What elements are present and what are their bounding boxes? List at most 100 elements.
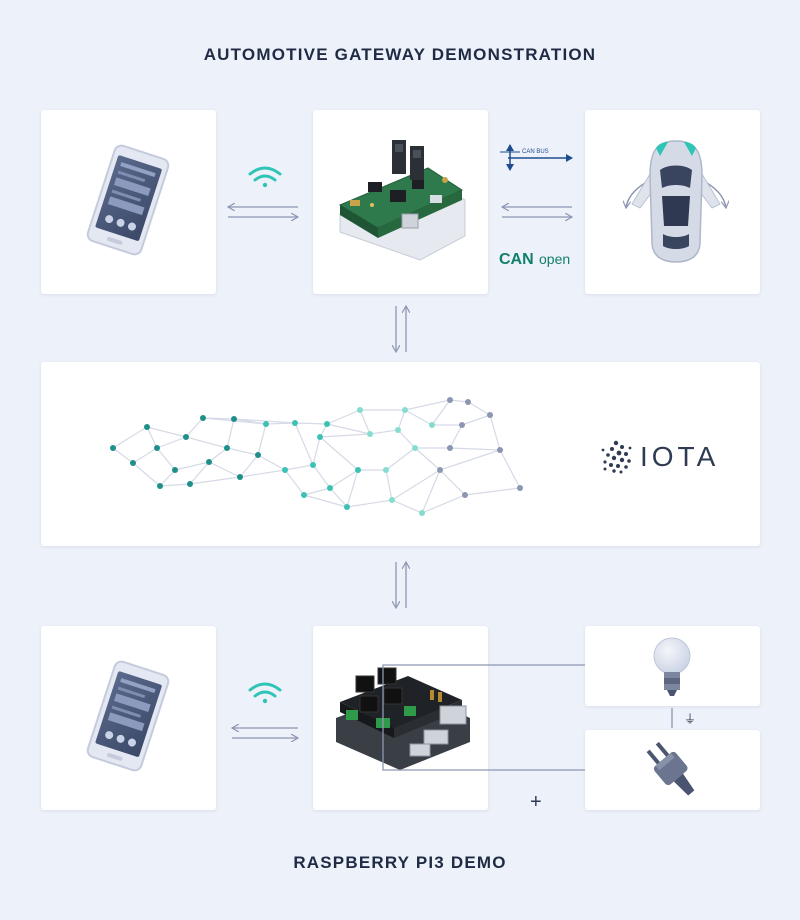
tangle-node xyxy=(172,467,178,473)
tangle-edge xyxy=(226,418,235,449)
tangle-edge xyxy=(257,423,267,456)
tangle-edge xyxy=(449,424,463,449)
tangle-node xyxy=(157,483,163,489)
tangle-node xyxy=(130,460,136,466)
tangle-edge xyxy=(226,447,259,456)
tangle-edge xyxy=(239,469,286,478)
tangle-node xyxy=(395,427,401,433)
tangle-node xyxy=(324,421,330,427)
phone-gateway-arrows xyxy=(228,207,298,217)
tangle-edge xyxy=(294,422,314,466)
tangle-edge xyxy=(431,399,451,426)
tangle-edge xyxy=(404,399,451,411)
canopen-logo-can: CAN xyxy=(499,251,534,268)
tangle-edge xyxy=(461,414,491,426)
tangle-node xyxy=(487,412,493,418)
tangle-edge xyxy=(391,499,423,514)
ground-symbol: ⏚ xyxy=(684,712,696,726)
smartphone-icon-top xyxy=(86,144,170,256)
tangle-edge xyxy=(439,449,501,471)
tangle-node xyxy=(402,407,408,413)
tangle-node xyxy=(237,474,243,480)
iota-logo-icon xyxy=(601,440,632,474)
tangle-edge xyxy=(346,499,393,508)
tangle-edge xyxy=(159,483,191,487)
tangle-edge xyxy=(499,449,521,489)
car-top-view-icon xyxy=(626,140,726,263)
tangle-edge xyxy=(284,469,305,496)
tangle-edge xyxy=(489,414,501,451)
tangle-edge xyxy=(464,487,521,496)
can-bus-label: CAN BUS xyxy=(522,149,549,155)
relay-wiring xyxy=(382,664,673,771)
tangle-node xyxy=(224,445,230,451)
tangle-edge xyxy=(449,399,469,403)
tangle-edge xyxy=(421,494,466,514)
tangle-edge xyxy=(359,409,371,435)
tangle-edge xyxy=(303,494,348,508)
tangle-node xyxy=(206,459,212,465)
tangle-edge xyxy=(239,454,259,478)
tangle-node xyxy=(183,434,189,440)
tangle-node xyxy=(263,421,269,427)
tangle-edge xyxy=(319,436,359,471)
tangle-node xyxy=(292,420,298,426)
tangle-edge xyxy=(112,447,134,464)
tangle-edge xyxy=(326,423,371,435)
tangle-edge xyxy=(303,487,331,496)
tangle-node xyxy=(187,481,193,487)
tangle-edge xyxy=(397,409,406,431)
gateway-iota-arrows xyxy=(396,306,406,352)
tangle-edge xyxy=(312,464,331,489)
tangle-edge xyxy=(156,436,187,449)
iota-card xyxy=(41,362,760,546)
tangle-edge xyxy=(189,476,241,485)
tangle-node xyxy=(317,434,323,440)
tangle-node xyxy=(465,399,471,405)
tangle-node xyxy=(462,492,468,498)
tangle-edge xyxy=(146,426,187,438)
tangle-edge xyxy=(132,447,158,464)
gateway-board-icon xyxy=(338,140,466,261)
tangle-node xyxy=(110,445,116,451)
top-title: AUTOMOTIVE GATEWAY DEMONSTRATION xyxy=(203,45,597,64)
canopen-logo-open: open xyxy=(539,251,570,267)
tangle-node xyxy=(310,462,316,468)
tangle-node xyxy=(154,445,160,451)
tangle-node xyxy=(419,510,425,516)
tangle-edge xyxy=(326,409,361,425)
iota-logo-text: IOTA xyxy=(640,441,719,472)
tangle-node xyxy=(357,407,363,413)
tangle-edge xyxy=(421,469,441,514)
tangle-node xyxy=(231,416,237,422)
tangle-node xyxy=(367,431,373,437)
tangle-node xyxy=(429,422,435,428)
power-plug-icon xyxy=(646,741,695,796)
tangle-edge xyxy=(329,469,359,489)
tangle-edge xyxy=(385,469,393,501)
tangle-node xyxy=(383,467,389,473)
tangle-node xyxy=(282,467,288,473)
gateway-car-arrows xyxy=(502,207,572,217)
tangle-edge xyxy=(319,433,371,438)
tangle-edge xyxy=(146,426,158,449)
tangle-edge xyxy=(391,469,441,501)
tangle-edge xyxy=(397,429,416,449)
iota-raspberry-arrows xyxy=(396,562,406,608)
light-bulb-icon xyxy=(653,637,691,696)
tangle-edge xyxy=(294,422,328,425)
can-bus-icon xyxy=(500,144,573,171)
tangle-edge xyxy=(159,469,176,487)
raspberry-pi-relay-board-icon xyxy=(336,667,470,770)
tangle-edge xyxy=(185,436,228,449)
tangle-node xyxy=(301,492,307,498)
tangle-node xyxy=(437,467,443,473)
tangle-edge xyxy=(208,447,228,463)
tangle-node xyxy=(344,504,350,510)
tangle-node xyxy=(497,447,503,453)
tangle-node xyxy=(355,467,361,473)
tangle-edge xyxy=(329,487,348,508)
tangle-node xyxy=(255,452,261,458)
tangle-node xyxy=(412,445,418,451)
tangle-edge xyxy=(414,447,441,471)
